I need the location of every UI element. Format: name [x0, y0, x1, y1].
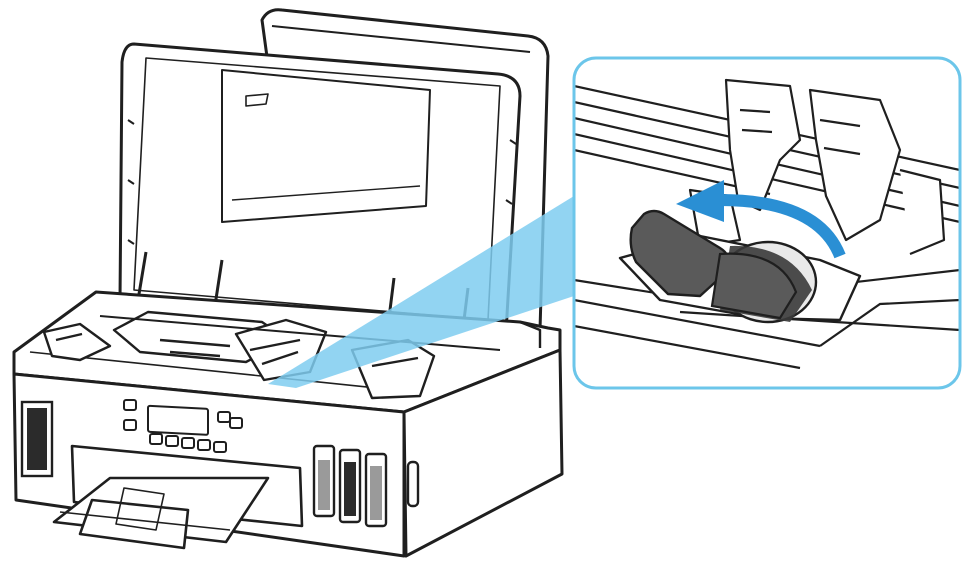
- print-head-lock-lever: [629, 209, 812, 322]
- panel-button: [123, 399, 137, 411]
- left-ink-tank: [20, 400, 54, 478]
- panel-button: [213, 441, 227, 453]
- callout-magnified-view: [574, 58, 960, 388]
- rotation-arrow: [676, 180, 846, 259]
- panel-button: [229, 417, 243, 429]
- panel-button: [165, 435, 179, 447]
- callout-beam: [268, 196, 574, 388]
- paper-output-tray: [52, 444, 304, 550]
- lcd-display: [147, 404, 209, 436]
- panel-button: [217, 411, 231, 423]
- print-head-carriage: [42, 310, 542, 400]
- panel-button: [123, 419, 137, 431]
- operation-panel: [123, 399, 243, 453]
- color-ink-tanks: [312, 444, 420, 528]
- panel-button: [181, 437, 195, 449]
- panel-button: [197, 439, 211, 451]
- scanning-unit-cover: [118, 42, 522, 334]
- document-glass: [221, 69, 431, 223]
- panel-button: [149, 433, 163, 445]
- callout-frame: [572, 56, 962, 390]
